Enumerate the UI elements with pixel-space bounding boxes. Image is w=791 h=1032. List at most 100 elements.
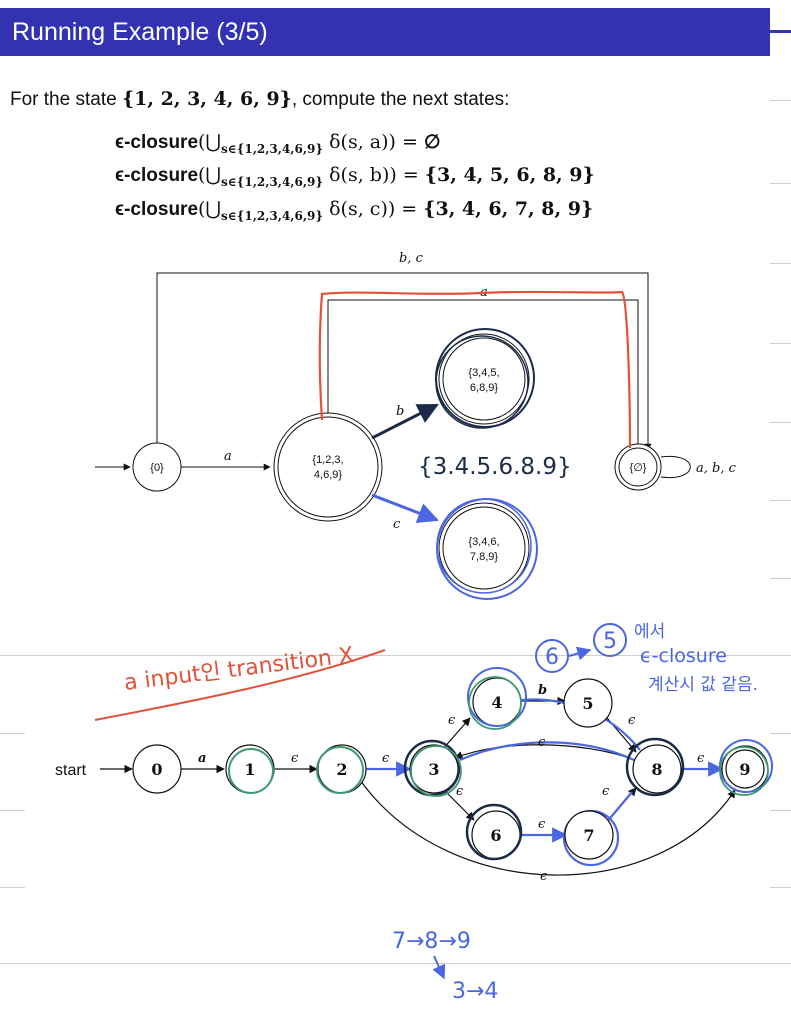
- dfa-state-0: {0}: [132, 442, 182, 492]
- state-label: 4,6,9}: [314, 469, 342, 481]
- nfa-edge-8-3: [454, 744, 636, 761]
- eq-expr: δ(s, a)) =: [323, 131, 424, 153]
- slide-title: Running Example (3/5): [12, 18, 268, 46]
- state-label: 4: [491, 693, 502, 712]
- slide-title-bar: Running Example (3/5): [0, 8, 770, 56]
- nfa-state-9: 9: [719, 739, 773, 796]
- nfa-label-eps-2-9: ϵ: [540, 869, 548, 884]
- state-label: {3,4,5,: [468, 367, 499, 379]
- state-label: 1: [244, 760, 255, 779]
- note-digit-6: 6: [545, 645, 559, 670]
- slide-page: [0, 0, 770, 605]
- eq-expr: δ(s, b)) =: [323, 164, 425, 186]
- nfa-label-eps-2-3: ϵ: [382, 751, 390, 766]
- nfa-label-a: a: [198, 751, 206, 766]
- note-bottom-line1: 7→8→9: [392, 929, 471, 954]
- state-label: 6: [490, 826, 501, 845]
- nfa-label-eps-1-2: ϵ: [291, 751, 299, 766]
- nfa-edge-2-9: [359, 779, 736, 876]
- nfa-label-eps-3-6: ϵ: [456, 784, 464, 799]
- label-c: c: [393, 517, 401, 532]
- nfa-label-b: b: [538, 683, 547, 698]
- nfa-start-label: start: [55, 762, 87, 779]
- nfa-edge-5-8: [601, 711, 637, 753]
- eq-subscript: s∈{1,2,3,4,6,9}: [221, 208, 324, 223]
- nfa-state-6: 6: [465, 803, 523, 861]
- intro-sentence: For the state {1, 2, 3, 4, 6, 9}, comput…: [10, 88, 509, 111]
- dfa-state-c-set: {3,4,6, 7,8,9}: [436, 498, 538, 600]
- eq-union: (⋃: [198, 198, 222, 220]
- note-6-to-5: 6 5 에서 ϵ-closure 계산시 값 같음.: [535, 622, 758, 695]
- dfa-state-b-set: {3,4,5, 6,8,9}: [435, 328, 535, 429]
- note-digit-5: 5: [603, 629, 617, 654]
- nfa-state-3: 3: [403, 739, 462, 797]
- note-korean: 계산시 값 같음.: [648, 675, 758, 695]
- edge-a-top: [327, 299, 642, 451]
- dfa-states: {0} {1,2,3, 4,6,9} {3,4,5, 6,8,9} {3,4,6…: [132, 328, 662, 600]
- state-label: 8: [651, 760, 662, 779]
- equation-a: ϵ-closure(⋃s∈{1,2,3,4,6,9} δ(s, a)) = ∅: [115, 131, 441, 156]
- dfa-handwritten-set: {3.4.5.6.8.9}: [418, 454, 572, 480]
- equation-b: ϵ-closure(⋃s∈{1,2,3,4,6,9} δ(s, b)) = {3…: [115, 164, 595, 189]
- state-label: 3: [428, 760, 439, 779]
- dfa-diagram: [95, 272, 691, 479]
- edge-c: [371, 493, 439, 524]
- nfa-state-4: 4: [467, 667, 527, 730]
- eq-result: {3, 4, 5, 6, 8, 9}: [424, 164, 595, 186]
- state-label: 5: [582, 694, 593, 713]
- title-bar-extension: [770, 30, 791, 33]
- eq-union: (⋃: [198, 164, 222, 186]
- eq-union: (⋃: [198, 131, 222, 153]
- state-label: 7,8,9}: [470, 551, 498, 563]
- nfa-label-eps-3-4: ϵ: [448, 713, 456, 728]
- ruled-line: [0, 963, 791, 964]
- intro-text: For the state: [10, 89, 117, 110]
- ruled-line: [0, 655, 791, 656]
- state-label: {0}: [150, 462, 164, 474]
- state-set: {1, 2, 3, 4, 6, 9}: [121, 88, 292, 110]
- nfa-label-eps-8-3: ϵ: [538, 735, 546, 750]
- eq-keyword: ϵ-closure: [115, 132, 199, 153]
- label-a: a: [224, 449, 232, 464]
- state-label: 0: [151, 760, 162, 779]
- state-label: {3,4,6,: [468, 536, 499, 548]
- eq-expr: δ(s, c)) =: [323, 198, 424, 220]
- intro-tail: , compute the next states:: [291, 89, 510, 110]
- nfa-label-eps-7-8: ϵ: [602, 784, 610, 799]
- eq-result: ∅: [423, 131, 441, 153]
- state-label: {1,2,3,: [312, 454, 343, 466]
- edge-self-loop: [660, 455, 691, 479]
- label-b: b: [396, 404, 404, 419]
- nfa-state-8: 8: [625, 737, 685, 797]
- eq-keyword: ϵ-closure: [115, 165, 199, 186]
- nfa-state-5: 5: [563, 678, 613, 728]
- state-label: 7: [583, 826, 594, 845]
- note-closure: ϵ-closure: [640, 645, 727, 667]
- nfa-label-eps-5-8: ϵ: [628, 713, 636, 728]
- nfa-state-1: 1: [225, 744, 275, 794]
- state-label: 6,8,9}: [470, 382, 498, 394]
- nfa-state-7: 7: [564, 810, 614, 860]
- note-bottom-hook: [432, 955, 446, 980]
- dfa-state-start-set: {1,2,3, 4,6,9}: [273, 412, 383, 522]
- eq-subscript: s∈{1,2,3,4,6,9}: [221, 174, 324, 189]
- eq-result: {3, 4, 6, 7, 8, 9}: [423, 198, 594, 220]
- red-highlight-a: [318, 290, 632, 449]
- nfa-state-0: 0: [132, 744, 182, 794]
- nfa-label-eps-6-7: ϵ: [538, 817, 546, 832]
- note-bottom-line2: 3→4: [452, 979, 498, 1004]
- nfa-state-2: 2: [316, 744, 367, 794]
- label-bc: b, c: [399, 251, 424, 266]
- nfa-states: 0 1 2 3 4 5 6 7 8 9: [132, 667, 773, 861]
- state-label: {∅}: [630, 462, 647, 474]
- edge-b: [371, 403, 439, 440]
- dfa-state-empty: {∅}: [614, 443, 662, 491]
- label-self: a, b, c: [696, 461, 737, 476]
- eq-subscript: s∈{1,2,3,4,6,9}: [221, 141, 324, 156]
- state-label: 9: [739, 760, 750, 779]
- note-top-tail: 에서: [634, 622, 665, 642]
- eq-keyword: ϵ-closure: [115, 199, 199, 220]
- red-underline: [94, 649, 386, 721]
- edge-bc: [156, 272, 652, 451]
